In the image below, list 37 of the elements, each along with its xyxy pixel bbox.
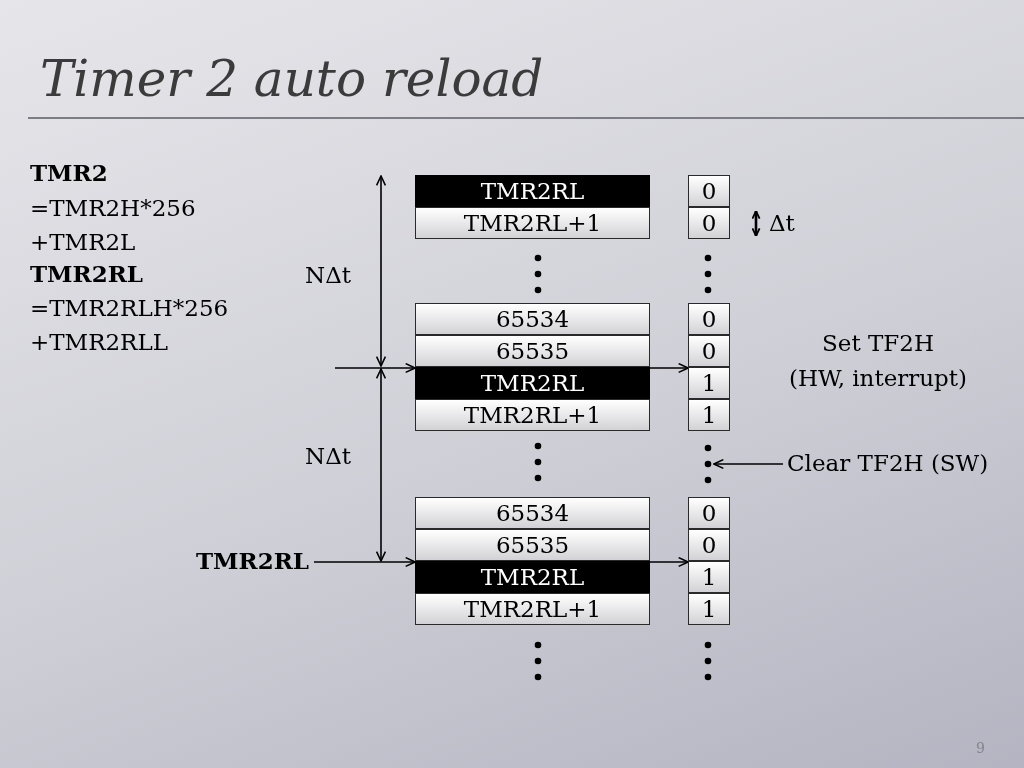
flag-cell: 1: [688, 367, 730, 399]
note-text: Set TF2H (HW, interrupt): [789, 329, 967, 393]
flag-cell: 1: [688, 399, 730, 431]
counter-cell: TMR2RL: [415, 175, 650, 207]
counter-cell: 65535: [415, 335, 650, 367]
note-text: Clear TF2H (SW): [787, 446, 989, 480]
flag-cell: 1: [688, 593, 730, 625]
counter-cell: TMR2RL: [415, 561, 650, 593]
dimension-label: Δt: [769, 209, 795, 238]
flag-cell: 0: [688, 497, 730, 529]
flag-cell: 0: [688, 207, 730, 239]
formula-text: =TMR2RLH*256 +TMR2RLL: [30, 294, 229, 357]
formula-text: =TMR2H*256 +TMR2L: [30, 194, 196, 257]
counter-cell: 65534: [415, 497, 650, 529]
register-name: TMR2: [30, 158, 108, 188]
vertical-ellipsis-icon: [704, 444, 712, 484]
flag-cell: 0: [688, 175, 730, 207]
register-label: TMR2RL: [196, 544, 309, 578]
dimension-label: NΔt: [305, 442, 351, 471]
arrow: [649, 362, 689, 374]
dimension-label: NΔt: [305, 261, 351, 290]
counter-cell: TMR2RL+1: [415, 593, 650, 625]
arrow: [334, 362, 416, 374]
register-name: TMR2RL: [30, 259, 143, 289]
flag-cell: 1: [688, 561, 730, 593]
counter-cell: TMR2RL+1: [415, 207, 650, 239]
counter-cell: TMR2RL: [415, 367, 650, 399]
flag-cell: 0: [688, 335, 730, 367]
counter-cell: 65534: [415, 303, 650, 335]
counter-cell: TMR2RL+1: [415, 399, 650, 431]
slide-title: Timer 2 auto reload: [40, 49, 544, 109]
arrow: [713, 458, 784, 470]
counter-cell: 65535: [415, 529, 650, 561]
arrow: [649, 556, 689, 568]
flag-cell: 0: [688, 529, 730, 561]
flag-cell: 0: [688, 303, 730, 335]
arrow: [313, 556, 416, 568]
